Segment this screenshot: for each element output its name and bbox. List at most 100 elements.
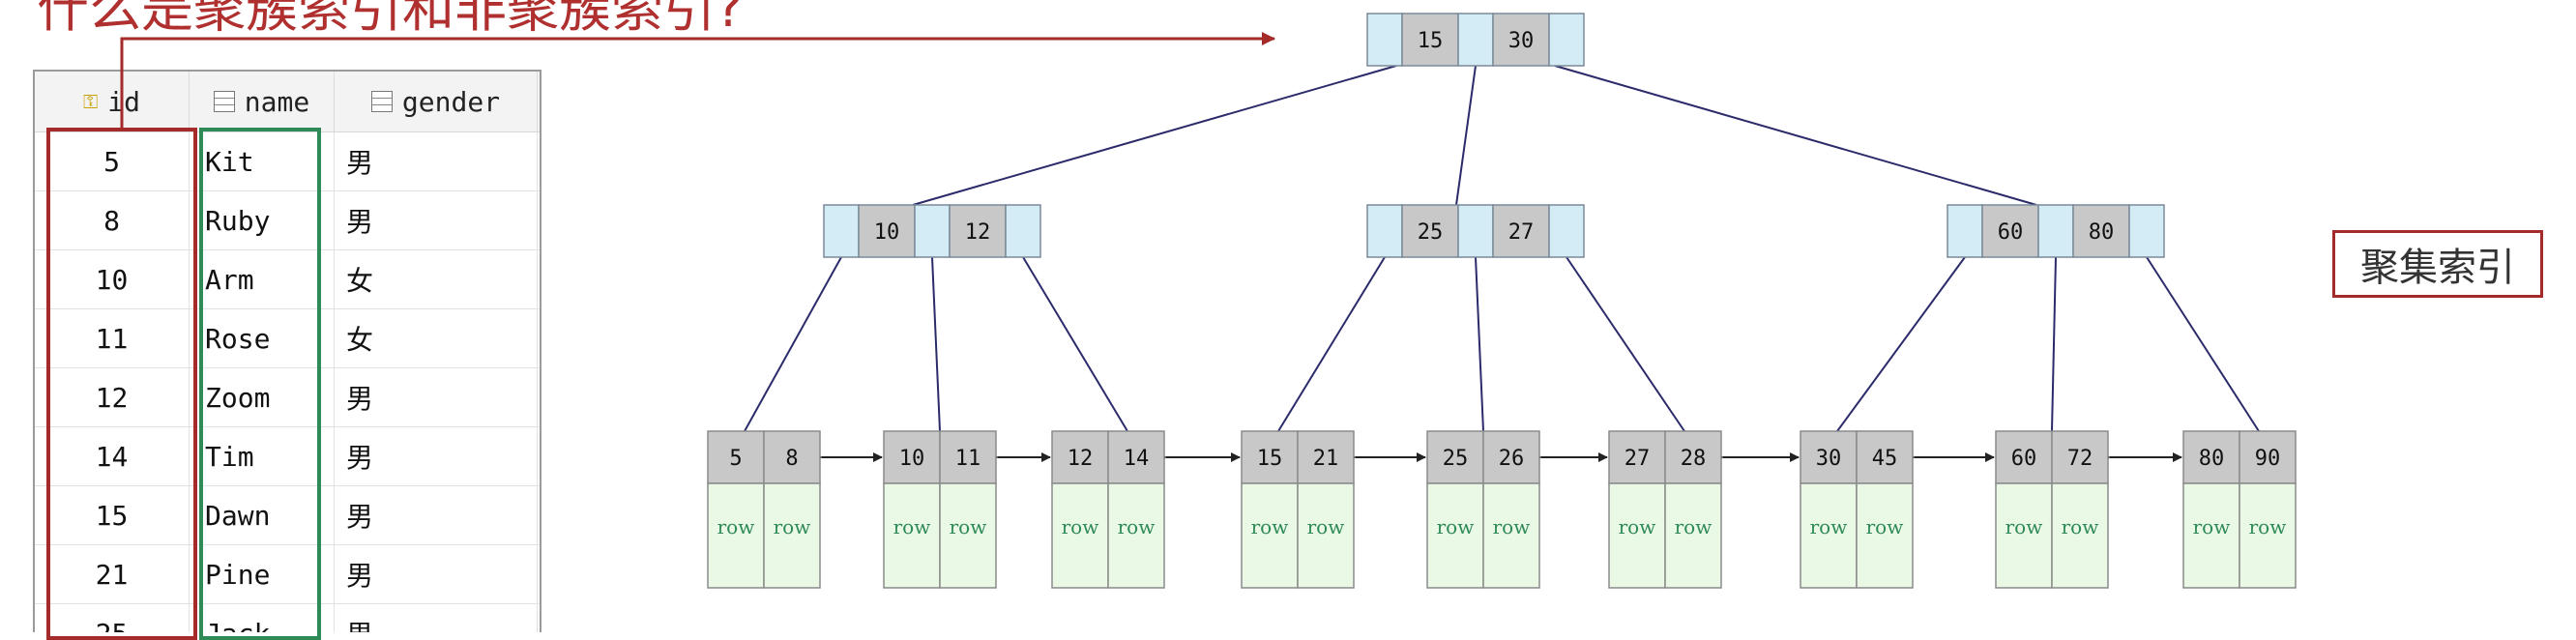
leaf-key-value: 11 bbox=[955, 447, 981, 471]
primary-key-icon: ⚿ bbox=[83, 90, 99, 113]
row-data-label: row bbox=[950, 515, 987, 538]
pointer-cell bbox=[1366, 204, 1403, 258]
cell-name: Pine bbox=[190, 545, 335, 603]
leaf-key-value: 8 bbox=[785, 447, 798, 471]
clustered-index-label: 聚集索引 bbox=[2332, 230, 2543, 298]
leaf-row-cell bbox=[939, 482, 997, 589]
pointer-cell bbox=[1548, 13, 1585, 67]
leaf-key-cell bbox=[1426, 430, 1484, 484]
cell-gender: 女 bbox=[335, 250, 538, 308]
cell-id: 15 bbox=[35, 486, 190, 544]
column-header-gender[interactable]: gender bbox=[335, 72, 538, 131]
tree-edge bbox=[744, 256, 842, 432]
leaf-key-cell bbox=[1800, 430, 1858, 484]
column-header-label: gender bbox=[401, 85, 501, 118]
cell-id: 12 bbox=[35, 368, 190, 426]
pointer-cell bbox=[2128, 204, 2165, 258]
row-data-label: row bbox=[1307, 515, 1345, 538]
leaf-key-value: 72 bbox=[2067, 447, 2093, 471]
cell-name: Tim bbox=[190, 427, 335, 485]
leaf-row-cell bbox=[707, 482, 765, 589]
cell-name: Zoom bbox=[190, 368, 335, 426]
pointer-cell bbox=[1366, 13, 1403, 67]
key-cell bbox=[1401, 13, 1459, 67]
leaf-key-value: 14 bbox=[1124, 447, 1150, 471]
tree-edge bbox=[1277, 256, 1386, 432]
cell-name: Ruby bbox=[190, 191, 335, 249]
pointer-cell bbox=[1548, 204, 1585, 258]
tree-edge bbox=[1836, 256, 1966, 432]
tree-edge bbox=[1475, 256, 1484, 432]
leaf-key-cell bbox=[2051, 430, 2109, 484]
key-cell bbox=[949, 204, 1007, 258]
cell-gender: 男 bbox=[335, 368, 538, 426]
leaf-row-cell bbox=[1856, 482, 1914, 589]
row-data-label: row bbox=[2062, 515, 2099, 538]
leaf-row-cell bbox=[2182, 482, 2240, 589]
leaf-key-cell bbox=[763, 430, 821, 484]
key-value: 15 bbox=[1418, 29, 1444, 53]
leaf-row-cell bbox=[1051, 482, 1109, 589]
leaf-row-cell bbox=[1241, 482, 1299, 589]
tree-edge bbox=[1022, 256, 1128, 432]
tree-edge bbox=[1455, 65, 1477, 206]
leaf-key-value: 28 bbox=[1681, 447, 1707, 471]
tree-edge bbox=[2146, 256, 2260, 432]
row-data-label: row bbox=[2249, 515, 2287, 538]
cell-gender: 男 bbox=[335, 427, 538, 485]
leaf-key-cell bbox=[1482, 430, 1540, 484]
leaf-row-cell bbox=[1800, 482, 1858, 589]
leaf-key-value: 27 bbox=[1625, 447, 1651, 471]
cell-id: 5 bbox=[35, 132, 190, 190]
row-data-label: row bbox=[1062, 515, 1099, 538]
leaf-key-cell bbox=[1107, 430, 1165, 484]
column-header-name[interactable]: name bbox=[190, 72, 335, 131]
leaf-key-cell bbox=[1608, 430, 1666, 484]
leaf-key-cell bbox=[939, 430, 997, 484]
column-header-id[interactable]: ⚿ id bbox=[35, 72, 190, 131]
tree-edge bbox=[2051, 256, 2057, 432]
row-data-label: row bbox=[1810, 515, 1848, 538]
leaf-key-value: 12 bbox=[1068, 447, 1094, 471]
leaf-key-cell bbox=[1856, 430, 1914, 484]
leaf-key-value: 10 bbox=[899, 447, 925, 471]
column-header-label: name bbox=[244, 85, 310, 118]
leaf-row-cell bbox=[1995, 482, 2053, 589]
leaf-key-cell bbox=[1297, 430, 1355, 484]
cell-gender: 女 bbox=[335, 309, 538, 367]
row-data-label: row bbox=[1866, 515, 1904, 538]
leaf-row-cell bbox=[2239, 482, 2297, 589]
pointer-cell bbox=[1457, 13, 1494, 67]
leaf-row-cell bbox=[2051, 482, 2109, 589]
slide-title: 什么是聚簇索引和非聚簇索引? bbox=[37, 0, 744, 39]
leaf-key-cell bbox=[2182, 430, 2240, 484]
key-value: 80 bbox=[2089, 220, 2115, 245]
tree-edge bbox=[1554, 65, 2037, 206]
pointer-cell bbox=[1947, 204, 1983, 258]
leaf-row-cell bbox=[1426, 482, 1484, 589]
row-data-label: row bbox=[717, 515, 755, 538]
pointer-cell bbox=[914, 204, 951, 258]
leaf-key-cell bbox=[2239, 430, 2297, 484]
key-value: 12 bbox=[965, 220, 991, 245]
cell-gender: 男 bbox=[335, 545, 538, 603]
cell-name: Kit bbox=[190, 132, 335, 190]
